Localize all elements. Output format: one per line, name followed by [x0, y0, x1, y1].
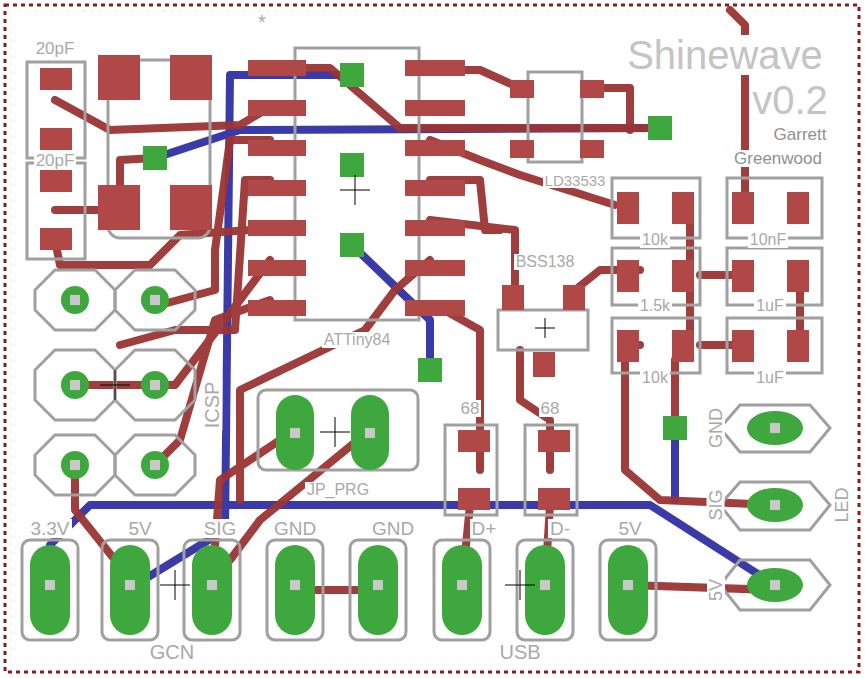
silkscreen-label: 1uF [754, 298, 786, 314]
silkscreen-label: D+ [470, 519, 499, 538]
silkscreen-label: GND [370, 519, 416, 538]
silkscreen-label: LD33533 [543, 173, 608, 188]
silkscreen-label: v0.2 [750, 80, 830, 120]
silkscreen-label: GCN [148, 642, 196, 662]
silkscreen-label: ICSP [202, 380, 222, 431]
silkscreen-label: SIG [707, 487, 725, 522]
silkscreen-label: SIG [202, 519, 239, 538]
silkscreen-label: 10k [640, 370, 670, 386]
silkscreen-label: * [256, 12, 268, 32]
silkscreen-label: 1.5k [638, 298, 672, 314]
silkscreen-label: 68 [539, 400, 562, 417]
silkscreen-label: 5V [126, 519, 153, 538]
silkscreen-label: GND [272, 519, 318, 538]
silkscreen-label: 10nF [748, 232, 788, 248]
silkscreen-label: 5V [707, 577, 725, 603]
silkscreen-label: GND [707, 406, 725, 450]
silkscreen-label: Garrett [772, 126, 829, 143]
silkscreen-label: LED [833, 485, 851, 524]
silkscreen-label: JP_PRG [305, 482, 371, 498]
silkscreen-label: USB [497, 642, 542, 662]
silkscreen-label: 10k [640, 232, 670, 248]
silkscreen-label: D- [548, 519, 572, 538]
silkscreen-label: Greenwood [732, 150, 824, 167]
silkscreen-label: 20pF [34, 40, 77, 57]
silkscreen-label: 20pF [34, 152, 77, 169]
silkscreen-label: ATTiny84 [322, 332, 393, 348]
silkscreen-label: 1uF [754, 370, 786, 386]
silkscreen-label: BSS138 [514, 254, 577, 270]
silkscreen-label: 68 [459, 400, 482, 417]
silkscreen-label: 3.3V [28, 519, 71, 538]
silkscreen-label: 5V [616, 519, 643, 538]
silkscreen-label: Shinewave [625, 35, 825, 75]
